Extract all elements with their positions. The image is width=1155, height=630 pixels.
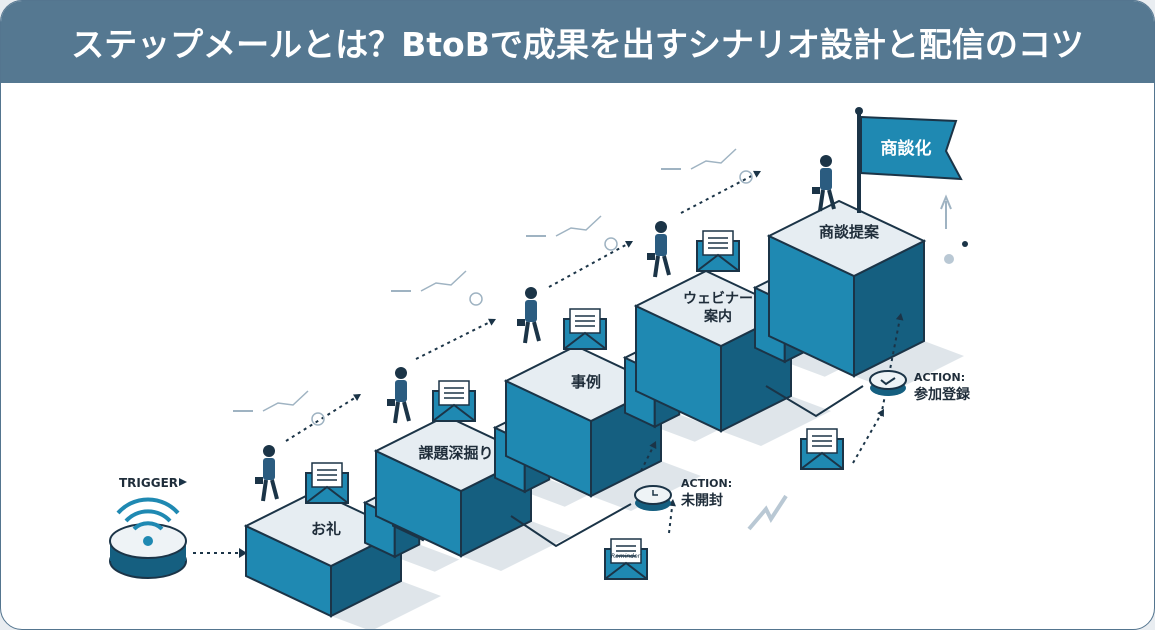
analytics-decor-icon [661,148,753,184]
trend-arrow-icon [747,494,788,531]
envelope-icon [800,428,844,470]
reminder-envelope-icon [604,538,648,580]
flow-line [510,503,632,548]
step-label-webinar-line1: ウェビナー [683,291,753,307]
trigger-device-icon [109,497,187,579]
action-label: 未開封 [681,492,723,509]
action-prefix: ACTION: [681,477,732,490]
business-person-icon [647,221,671,278]
envelope-icon [696,230,740,272]
step-label-deep-dive: 課題深掘り [418,444,493,462]
check-icon [869,370,907,390]
analytics-decor-icon [233,390,325,426]
trigger-label: TRIGGER [119,476,178,490]
step-label-thanks: お礼 [311,520,341,538]
business-person-icon [255,445,279,502]
progress-arrow [852,408,885,464]
progress-arrow [415,318,497,360]
page-title: ステップメールとは？BtoBで成果を出すシナリオ設計と配信のコツ [71,25,1084,64]
business-person-icon [387,367,411,424]
envelope-icon [563,308,607,350]
up-arrow-icon [940,194,952,229]
progress-arrow [680,170,762,214]
action-prefix: ACTION: [914,371,965,384]
progress-arrow [640,440,657,472]
goal-flag: 商談化 [855,107,963,213]
progress-arrow [548,240,634,288]
analytics-decor-icon [526,215,618,251]
title-banner: ステップメールとは？BtoBで成果を出すシナリオ設計と配信のコツ [1,1,1154,83]
action-registration: ACTION: 参加登録 [869,370,971,403]
flow-line [765,385,864,418]
envelope-icon [305,462,349,504]
business-person-icon [517,287,541,344]
action-unopened: ACTION: 未開封 [634,477,732,511]
envelope-icon [432,380,476,422]
trigger-arrow-icon [179,478,187,486]
step-mail-illustration: お礼 課題深掘り 事例 ウェビナー 案内 商談提案 商談化 TRIGGER [109,107,971,629]
goal-flag-label: 商談化 [881,138,932,159]
analytics-decor-icon [391,270,483,306]
action-label: 参加登録 [914,386,971,403]
reminder-envelope-text: Reminder [611,553,641,560]
business-person-icon [812,155,836,212]
step-label-case-study: 事例 [571,373,601,391]
step-label-proposal: 商談提案 [819,223,880,241]
step-box-5 [766,199,927,378]
step-label-webinar-line2: 案内 [703,308,732,325]
